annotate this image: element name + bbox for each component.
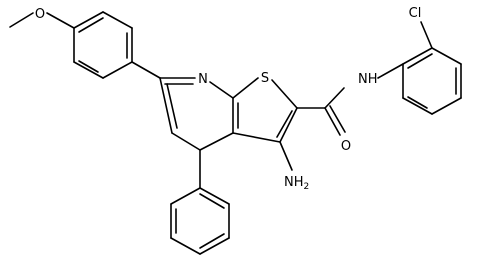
amide-group: [296, 87, 346, 136]
amide-oxygen-label: O: [341, 139, 351, 154]
chloro-label: Cl: [409, 6, 422, 21]
phenyl-ring: [170, 187, 230, 255]
chlorophenyl-ring: [402, 47, 462, 115]
methoxy-oxygen-label: O: [35, 7, 45, 22]
thiophene-ring: [232, 77, 298, 143]
pyridine-nitrogen-label: N: [198, 72, 208, 87]
amino-n-label: NH: [284, 175, 304, 190]
methoxyphenyl-ring: [73, 11, 133, 79]
biaryl-bond: [131, 61, 161, 79]
amino-bond: [279, 141, 293, 171]
amino-group-label: NH2: [284, 175, 309, 192]
pyridine-ring: [159, 77, 239, 151]
amino-subscript-label: 2: [304, 182, 310, 192]
methoxy-group: [9, 12, 75, 29]
thiophene-sulfur-label: S: [261, 71, 269, 86]
n-aryl-bond: [377, 63, 404, 79]
chloro-bond: [420, 21, 433, 49]
amide-nh-label: NH: [358, 72, 378, 87]
